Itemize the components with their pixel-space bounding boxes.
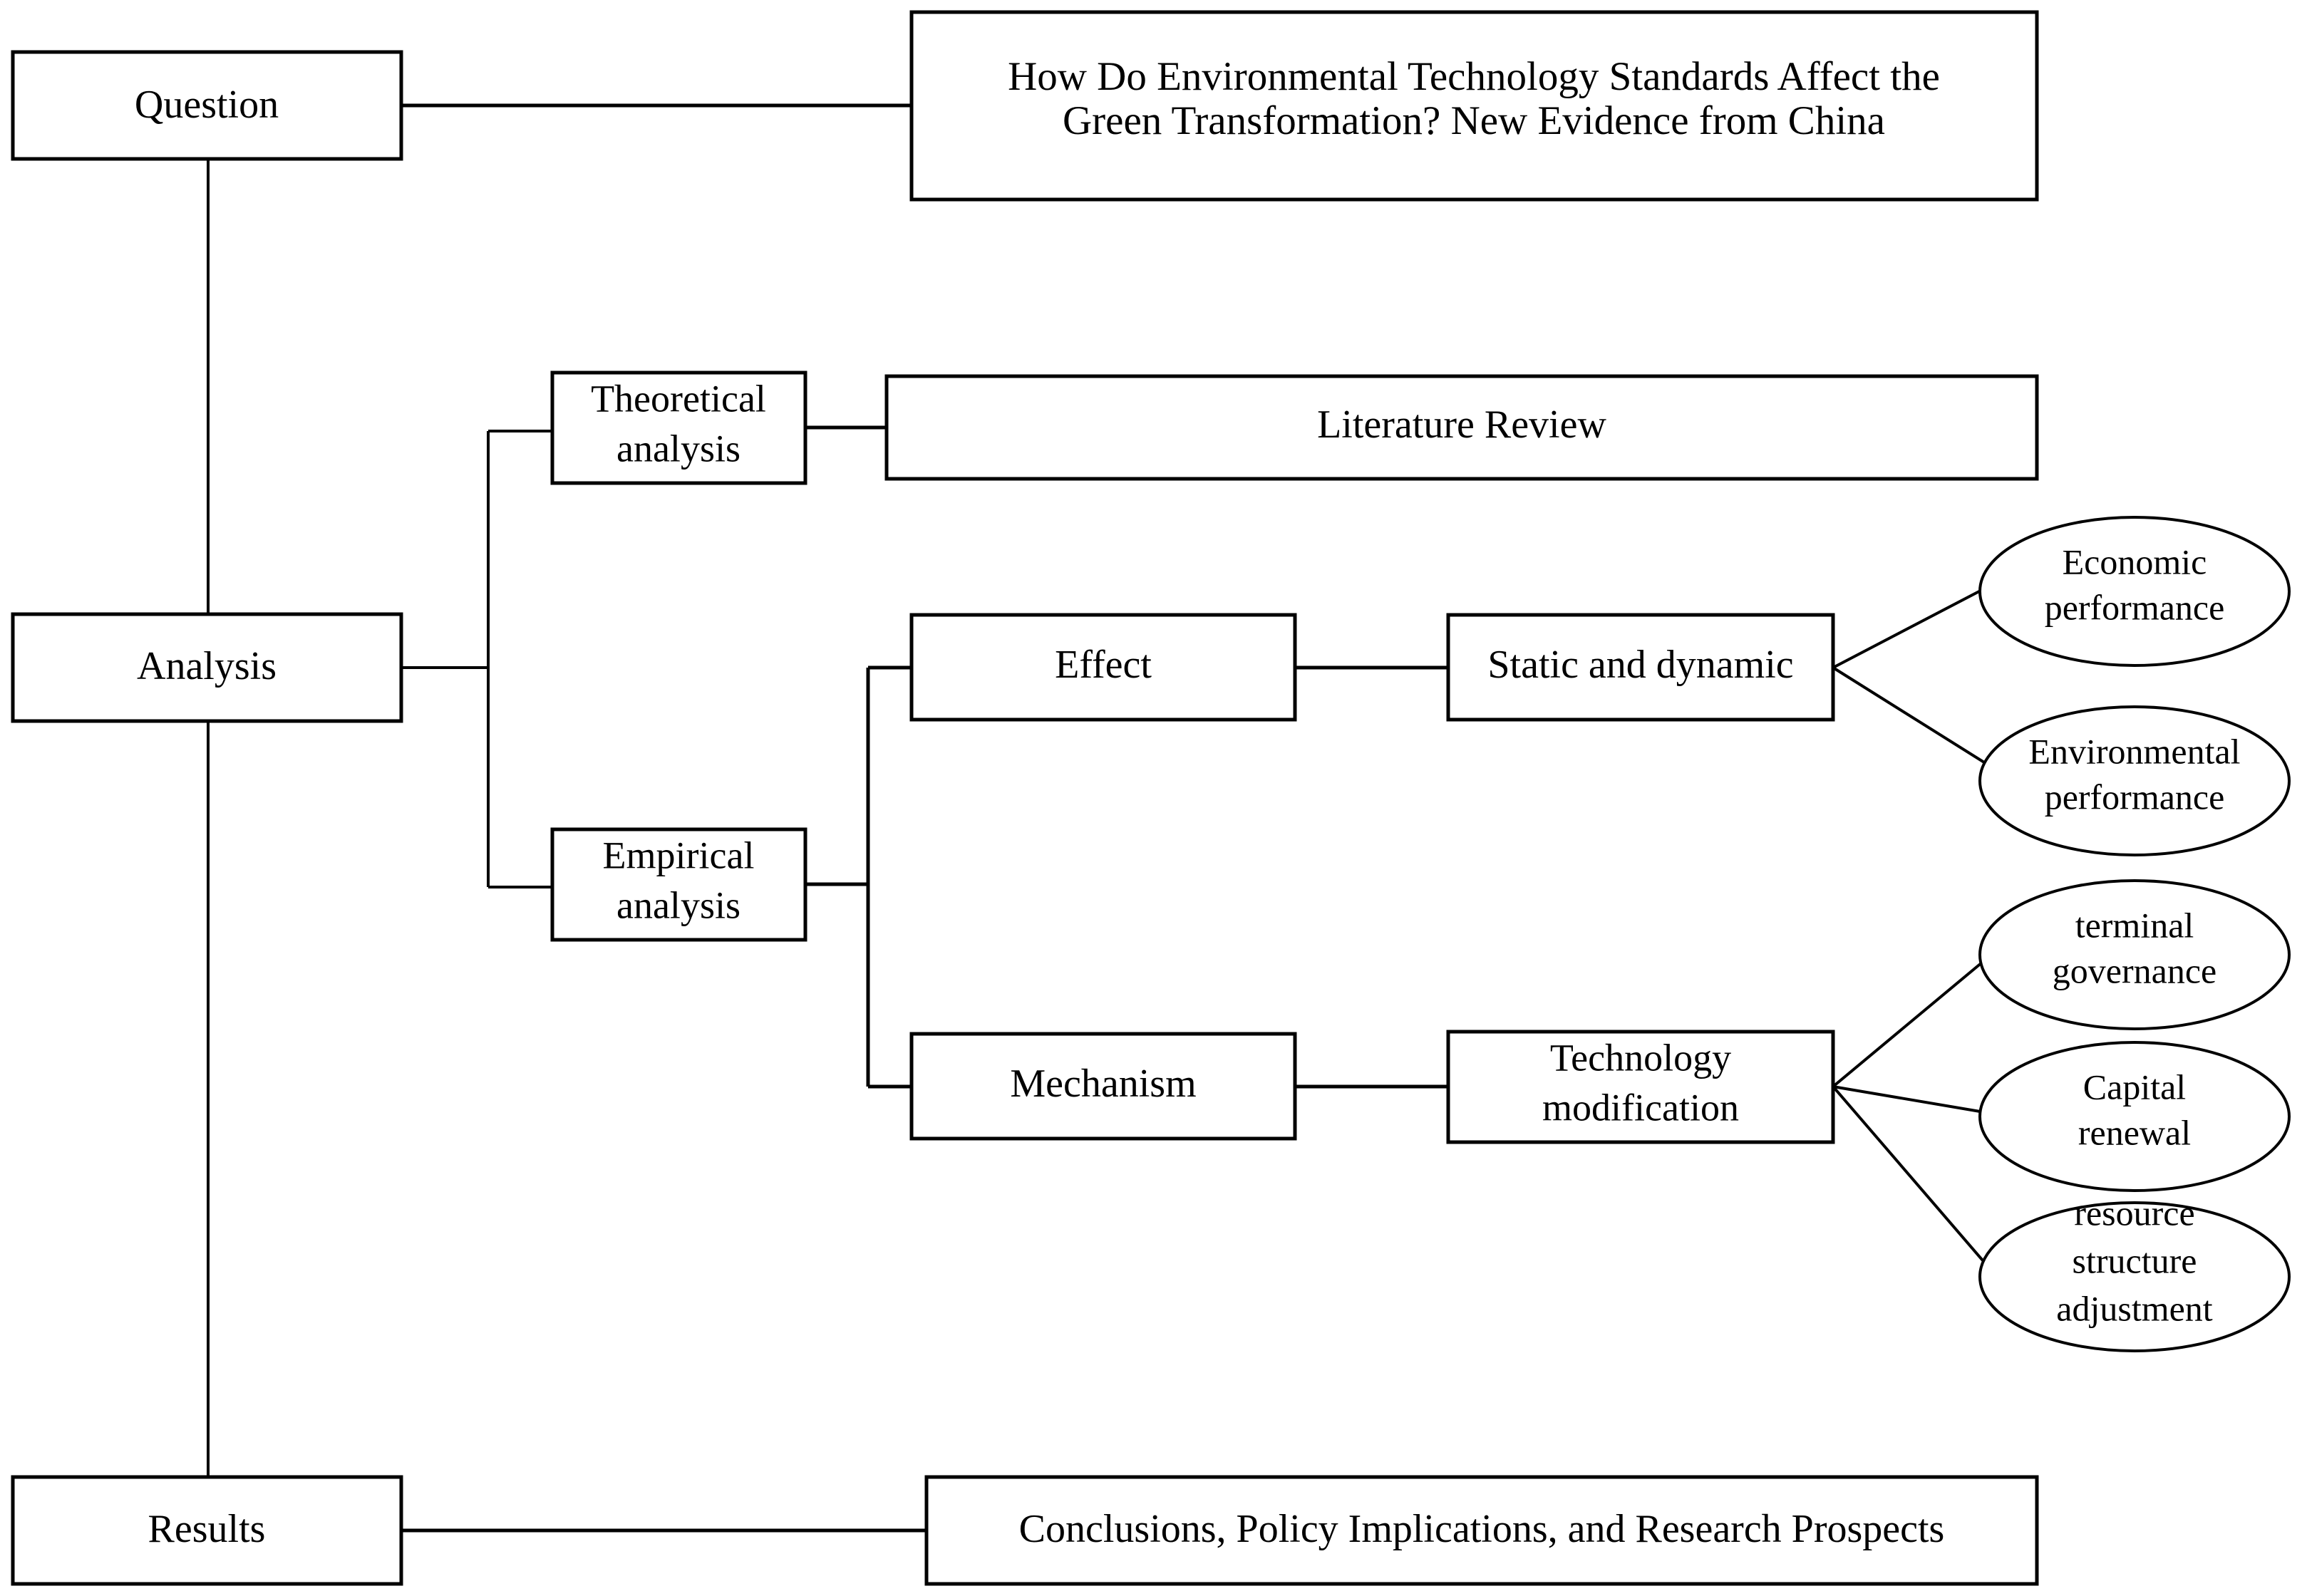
node-conclusions[interactable]: Conclusions, Policy Implications, and Re…: [924, 1475, 2039, 1586]
technology-modification-box[interactable]: [1446, 1030, 1835, 1144]
node-effect[interactable]: Effect: [909, 613, 1297, 722]
analysis-box[interactable]: [11, 612, 403, 723]
node-paper-title[interactable]: How Do Environmental Technology Standard…: [909, 10, 2039, 202]
static-and-dynamic-box[interactable]: [1446, 613, 1835, 722]
mechanism-box[interactable]: [909, 1032, 1297, 1141]
economic-performance-line1: Economic: [2063, 542, 2207, 581]
terminal-governance-line1: terminal: [2075, 905, 2194, 945]
empirical-analysis-line2: analysis: [616, 884, 740, 926]
analysis-label: Analysis: [137, 644, 277, 688]
node-capital-renewal[interactable]: Capital renewal: [1978, 1041, 2291, 1192]
theoretical-analysis-line2: analysis: [616, 427, 740, 470]
node-economic-performance[interactable]: Economic performance: [1978, 516, 2291, 667]
conclusions-box[interactable]: [924, 1475, 2039, 1586]
technology-modification-line1: Technology: [1550, 1036, 1731, 1079]
terminal-governance-ellipse[interactable]: [1978, 879, 2291, 1030]
environmental-performance-line1: Environmental: [2028, 731, 2240, 771]
connector-static-to-environmental: [1832, 666, 1997, 771]
technology-modification-line2: modification: [1542, 1086, 1739, 1129]
paper-title-box[interactable]: [909, 10, 2039, 202]
node-static-and-dynamic[interactable]: Static and dynamic: [1446, 613, 1835, 722]
node-literature-review[interactable]: Literature Review: [884, 374, 2039, 481]
economic-performance-line2: performance: [2045, 587, 2225, 627]
theoretical-analysis-box[interactable]: [550, 370, 807, 485]
question-box[interactable]: [11, 50, 403, 161]
node-resource-structure-adjustment[interactable]: resource structure adjustment: [1978, 1193, 2291, 1352]
node-results[interactable]: Results: [11, 1475, 403, 1586]
empirical-analysis-line1: Empirical: [603, 834, 755, 876]
environmental-performance-ellipse[interactable]: [1978, 705, 2291, 856]
results-label: Results: [148, 1507, 266, 1551]
node-environmental-performance[interactable]: Environmental performance: [1978, 705, 2291, 856]
node-terminal-governance[interactable]: terminal governance: [1978, 879, 2291, 1030]
static-and-dynamic-label: Static and dynamic: [1487, 643, 1793, 687]
resource-structure-adjustment-line2: structure: [2073, 1240, 2197, 1280]
connector-static-to-economic: [1832, 581, 1996, 669]
node-mechanism[interactable]: Mechanism: [909, 1032, 1297, 1141]
capital-renewal-line1: Capital: [2083, 1067, 2186, 1107]
connector-technology-to-capital: [1832, 1085, 1989, 1114]
node-empirical-analysis[interactable]: Empirical analysis: [550, 827, 807, 942]
connector-group: [207, 103, 1997, 1533]
node-technology-modification[interactable]: Technology modification: [1446, 1030, 1835, 1144]
paper-title-line1: How Do Environmental Technology Standard…: [1008, 54, 1940, 99]
capital-renewal-line2: renewal: [2078, 1112, 2191, 1152]
mechanism-label: Mechanism: [1010, 1062, 1196, 1106]
literature-review-label: Literature Review: [1317, 403, 1606, 447]
capital-renewal-ellipse[interactable]: [1978, 1041, 2291, 1192]
question-label: Question: [135, 83, 279, 127]
economic-performance-ellipse[interactable]: [1978, 516, 2291, 667]
connector-technology-to-resource: [1832, 1085, 1997, 1277]
resource-structure-adjustment-line1: resource: [2074, 1193, 2194, 1233]
paper-title-line2: Green Transformation? New Evidence from …: [1063, 98, 1885, 143]
resource-structure-adjustment-ellipse[interactable]: [1978, 1201, 2291, 1352]
node-analysis[interactable]: Analysis: [11, 612, 403, 723]
effect-box[interactable]: [909, 613, 1297, 722]
environmental-performance-line2: performance: [2045, 777, 2225, 817]
resource-structure-adjustment-line3: adjustment: [2056, 1288, 2213, 1328]
terminal-governance-line2: governance: [2053, 950, 2216, 990]
theoretical-analysis-line1: Theoretical: [591, 377, 766, 420]
effect-label: Effect: [1055, 643, 1152, 687]
literature-review-box[interactable]: [884, 374, 2039, 481]
results-box[interactable]: [11, 1475, 403, 1586]
conclusions-label: Conclusions, Policy Implications, and Re…: [1019, 1507, 1945, 1551]
node-theoretical-analysis[interactable]: Theoretical analysis: [550, 370, 807, 485]
node-question[interactable]: Question: [11, 50, 403, 161]
connector-technology-to-terminal: [1832, 950, 1997, 1088]
empirical-analysis-box[interactable]: [550, 827, 807, 942]
